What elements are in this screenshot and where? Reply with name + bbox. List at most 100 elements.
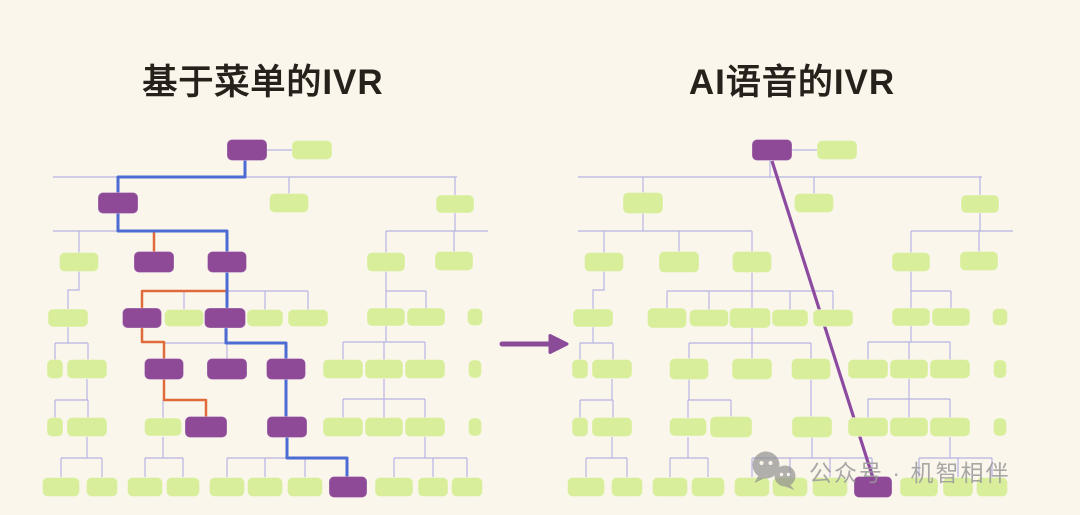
tree-node bbox=[328, 476, 368, 498]
tree-node bbox=[467, 308, 483, 326]
highlight-path bbox=[224, 327, 288, 418]
tree-node bbox=[976, 477, 1008, 497]
tree-node bbox=[622, 192, 664, 214]
tree-node bbox=[959, 251, 999, 271]
tree-node bbox=[404, 359, 446, 379]
tree-node bbox=[847, 417, 889, 437]
highlight-path bbox=[116, 160, 247, 194]
highlight-path bbox=[162, 378, 208, 418]
tree-node bbox=[791, 358, 831, 380]
tree-node bbox=[434, 251, 474, 271]
tree-node bbox=[86, 477, 118, 497]
wechat-bubbles-icon bbox=[752, 451, 796, 490]
tree-node bbox=[287, 477, 323, 497]
tree-node bbox=[899, 477, 939, 497]
tree-node bbox=[46, 417, 64, 437]
tree-node bbox=[647, 307, 687, 329]
tree-node bbox=[847, 359, 889, 379]
tree-node bbox=[993, 417, 1007, 437]
watermark: 公众号 · 机智相伴 bbox=[748, 450, 1010, 492]
tree-node bbox=[366, 307, 406, 327]
tree-node bbox=[47, 308, 89, 328]
tree-node bbox=[942, 477, 974, 497]
tree-node bbox=[993, 359, 1007, 379]
tree-node bbox=[611, 477, 643, 497]
tree-node bbox=[406, 307, 446, 327]
ai-ivr-tree bbox=[567, 139, 1013, 498]
tree-node bbox=[689, 309, 729, 327]
tree-node bbox=[853, 476, 893, 498]
tree-node bbox=[567, 477, 605, 497]
tree-node bbox=[591, 359, 633, 379]
tree-node bbox=[572, 308, 614, 328]
tree-node bbox=[322, 417, 364, 437]
tree-node bbox=[404, 417, 446, 437]
tree-node bbox=[732, 251, 772, 273]
tree-node bbox=[734, 477, 770, 497]
tree-node bbox=[287, 309, 329, 327]
tree-node bbox=[42, 477, 80, 497]
menu-ivr-tree bbox=[42, 139, 488, 498]
highlight-path bbox=[140, 289, 226, 309]
tree-node bbox=[184, 416, 228, 438]
tree-node bbox=[417, 477, 449, 497]
tree-node bbox=[812, 309, 854, 327]
tree-node bbox=[435, 194, 475, 214]
tree-node bbox=[164, 309, 204, 327]
tree-node bbox=[209, 477, 245, 497]
tree-node bbox=[207, 251, 247, 273]
tree-node bbox=[891, 307, 931, 327]
tree-node bbox=[584, 252, 624, 272]
tree-node bbox=[591, 417, 633, 437]
tree-node bbox=[794, 193, 834, 213]
tree-node bbox=[658, 251, 700, 273]
tree-node bbox=[226, 139, 268, 161]
tree-node bbox=[127, 477, 163, 497]
tree-node bbox=[571, 417, 589, 437]
tree-node bbox=[59, 252, 99, 272]
tree-node bbox=[751, 139, 793, 161]
tree-node bbox=[291, 140, 333, 160]
tree-node bbox=[691, 477, 725, 497]
tree-node bbox=[166, 477, 200, 497]
tree-node bbox=[97, 192, 139, 214]
tree-node bbox=[889, 417, 929, 437]
tree-node bbox=[133, 251, 175, 273]
tree-node bbox=[374, 477, 414, 497]
tree-node bbox=[364, 359, 404, 379]
highlight-path bbox=[140, 327, 166, 360]
tree-node bbox=[366, 252, 406, 272]
tree-node bbox=[891, 252, 931, 272]
tree-node bbox=[771, 309, 809, 327]
tree-connector bbox=[592, 271, 605, 309]
tree-node bbox=[669, 417, 707, 437]
tree-node bbox=[889, 359, 929, 379]
tree-node bbox=[451, 477, 483, 497]
transform-arrow-head bbox=[548, 334, 569, 354]
tree-node bbox=[929, 417, 971, 437]
tree-node bbox=[66, 417, 108, 437]
highlight-path bbox=[285, 436, 349, 478]
tree-node bbox=[791, 416, 833, 438]
tree-node bbox=[816, 140, 858, 160]
tree-node bbox=[468, 359, 482, 379]
tree-node bbox=[812, 477, 848, 497]
tree-node bbox=[929, 359, 971, 379]
tree-node bbox=[931, 307, 971, 327]
tree-node bbox=[269, 193, 309, 213]
tree-node bbox=[571, 359, 589, 379]
tree-node bbox=[204, 307, 246, 329]
tree-connector bbox=[67, 271, 80, 309]
tree-node bbox=[364, 417, 404, 437]
watermark-text: 公众号 · 机智相伴 bbox=[809, 460, 1011, 486]
tree-node bbox=[46, 359, 64, 379]
left-diagram-title: 基于菜单的IVR bbox=[142, 63, 384, 102]
tree-node bbox=[960, 194, 1000, 214]
tree-node bbox=[992, 308, 1008, 326]
tree-node bbox=[66, 359, 108, 379]
tree-node bbox=[122, 307, 162, 329]
tree-node bbox=[731, 358, 773, 380]
tree-node bbox=[247, 477, 283, 497]
